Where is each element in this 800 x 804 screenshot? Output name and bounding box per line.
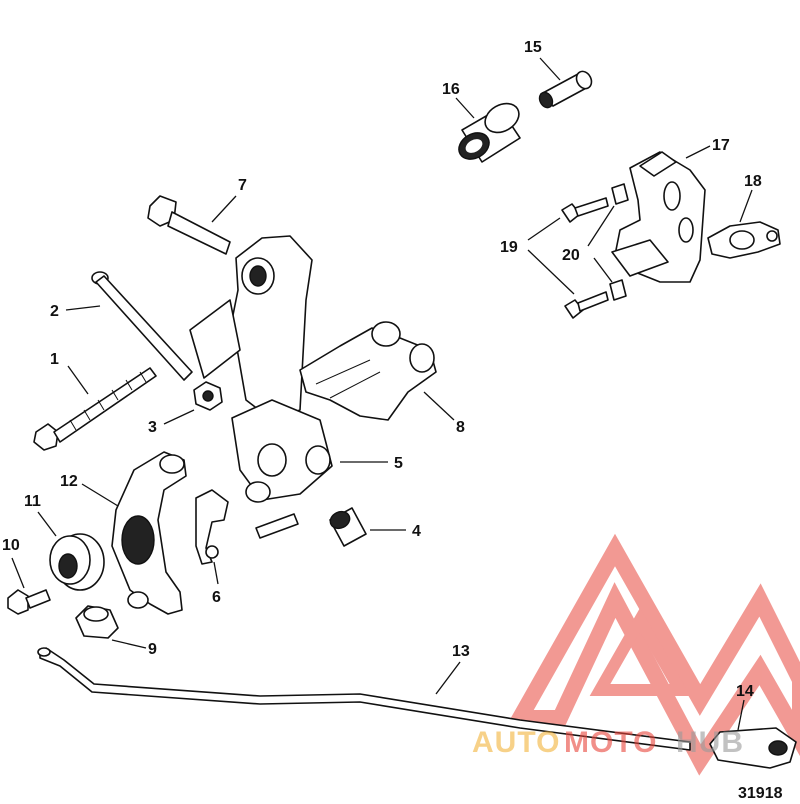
callout-7: 7 [238, 177, 247, 194]
part-6-clip [195, 489, 229, 565]
part-19-screws [561, 197, 609, 319]
callout-19: 19 [500, 239, 518, 256]
part-10-screw [7, 589, 51, 615]
callout-13: 13 [452, 643, 470, 660]
watermark-text-auto: AUTO [472, 726, 560, 759]
callout-17: 17 [712, 137, 730, 154]
callout-3: 3 [148, 419, 157, 436]
part-16-bushing [458, 102, 521, 163]
part-5-block [231, 399, 333, 503]
part-9-fitting [75, 605, 119, 639]
watermark-text: AUTO MOTO HUB [472, 726, 744, 759]
part-12-lever [111, 451, 187, 615]
part-13-rod [37, 647, 691, 751]
part-7-bolt [147, 195, 231, 255]
part-11-bushing [49, 533, 105, 591]
callout-labels: 1 2 3 4 5 6 7 8 9 10 11 12 13 14 15 16 1… [2, 39, 762, 700]
callout-20: 20 [562, 247, 580, 264]
part-8-bracket [299, 321, 437, 421]
part-20-spacers [609, 183, 629, 301]
part-15-sleeve [538, 70, 593, 109]
callout-6: 6 [212, 589, 221, 606]
callout-11: 11 [24, 493, 41, 510]
part-14-rod-end [709, 727, 797, 769]
callout-8: 8 [456, 419, 465, 436]
callout-15: 15 [524, 39, 542, 56]
part-18-link [707, 221, 781, 259]
part-3-nut [193, 381, 223, 411]
callout-1: 1 [50, 351, 59, 368]
figure-number: 31918 [738, 785, 783, 802]
part-2-pin [91, 271, 193, 381]
watermark-text-moto: MOTO [564, 726, 657, 759]
part-17-bracket [611, 151, 706, 283]
leader-lines [11, 57, 753, 731]
callout-16: 16 [442, 81, 460, 98]
callout-9: 9 [148, 641, 157, 658]
callout-5: 5 [394, 455, 403, 472]
callout-10: 10 [2, 537, 20, 554]
callout-2: 2 [50, 303, 59, 320]
callout-14: 14 [736, 683, 754, 700]
watermark-logo [506, 533, 800, 776]
callout-12: 12 [60, 473, 78, 490]
callout-4: 4 [412, 523, 421, 540]
part-main-arm [189, 235, 313, 421]
part-stud [255, 513, 299, 539]
part-4-bushing [329, 507, 367, 547]
part-1-bolt [33, 367, 157, 451]
callout-18: 18 [744, 173, 762, 190]
watermark-text-hub: HUB [676, 726, 744, 759]
